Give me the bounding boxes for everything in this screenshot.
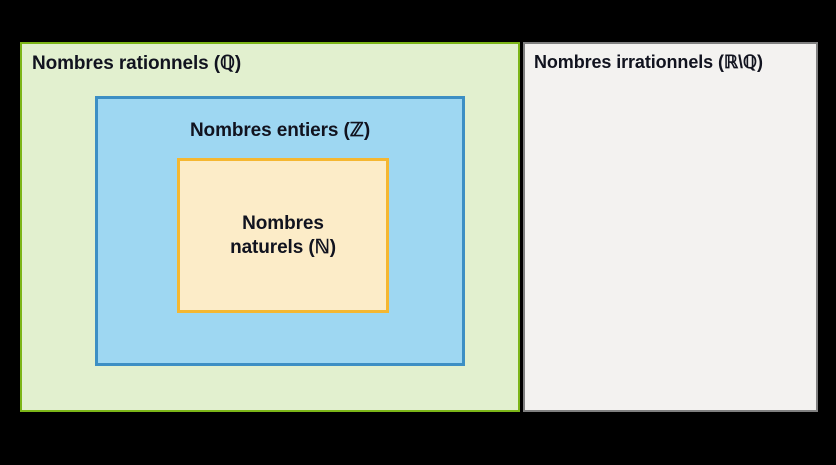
- set-box-integers: Nombres entiers (ℤ) Nombres naturels (ℕ): [95, 96, 465, 366]
- set-box-rational-numbers: Nombres rationnels (ℚ) Nombres entiers (…: [20, 42, 520, 412]
- set-label-integers: Nombres entiers (ℤ): [189, 120, 371, 141]
- set-label-natural-numbers: Nombres naturels (ℕ): [230, 213, 336, 258]
- set-box-irrational-numbers: Nombres irrationnels (ℝ\ℚ): [523, 42, 818, 412]
- set-label-rational-numbers: Nombres rationnels (ℚ): [32, 53, 242, 74]
- set-label-irrational-numbers: Nombres irrationnels (ℝ\ℚ): [534, 52, 763, 72]
- set-box-natural-numbers: Nombres naturels (ℕ): [177, 158, 389, 313]
